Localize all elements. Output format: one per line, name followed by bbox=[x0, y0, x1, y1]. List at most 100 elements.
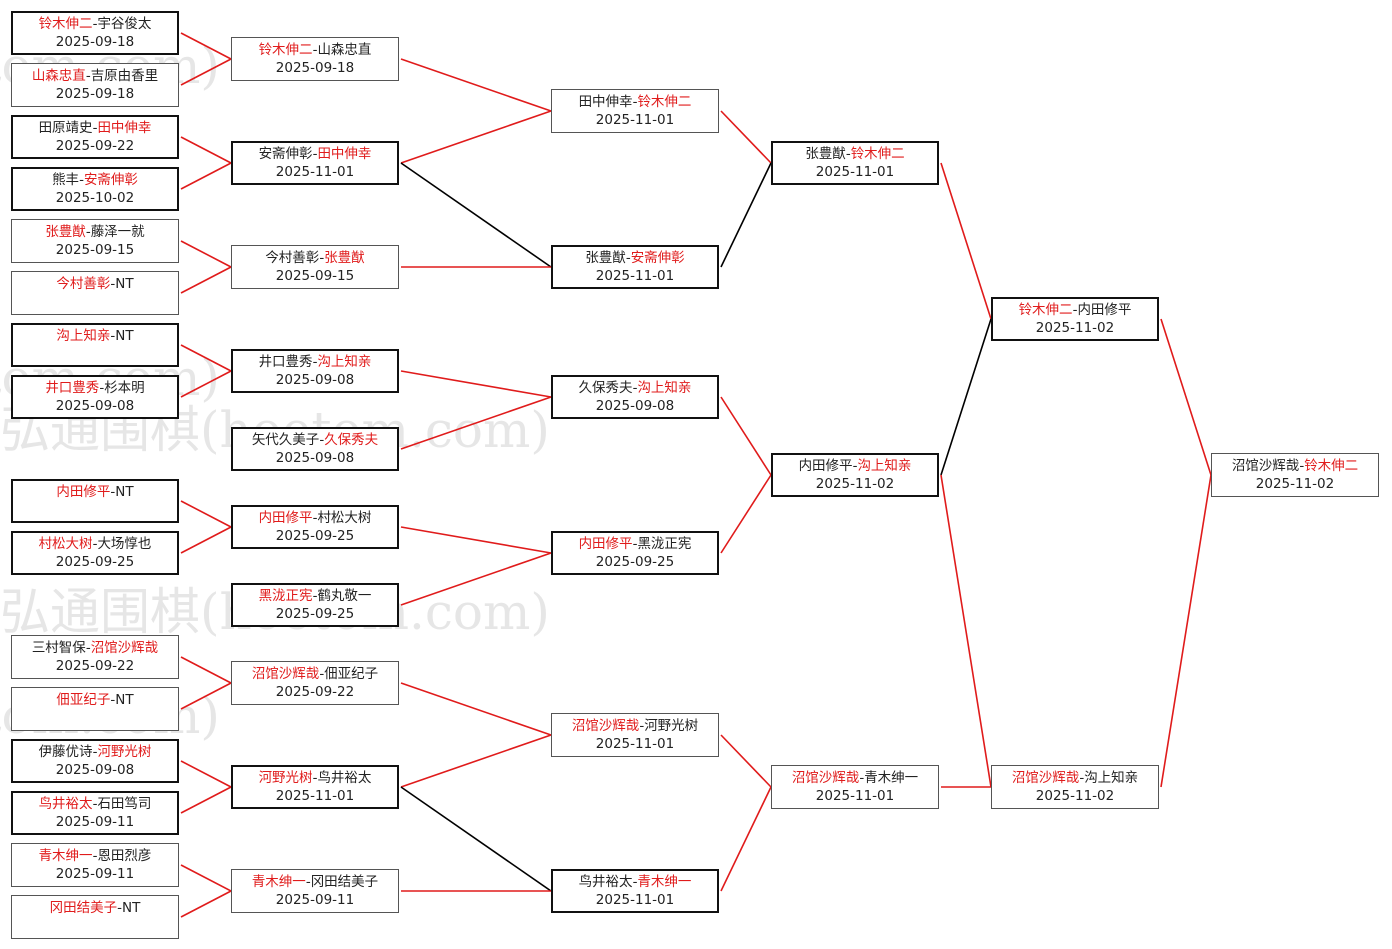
player-1: 冈田结美子 bbox=[49, 900, 118, 916]
player-1: 熊丰 bbox=[52, 172, 80, 188]
match-players: 沼馆沙辉哉-青木绅一 bbox=[772, 769, 938, 787]
separator: - bbox=[305, 874, 311, 890]
bracket-connector bbox=[180, 162, 232, 190]
separator: - bbox=[110, 484, 116, 500]
player-1: 今村善彰 bbox=[56, 276, 111, 292]
bracket-connector bbox=[400, 786, 552, 892]
bracket-connector bbox=[720, 110, 772, 164]
match-players: 沟上知亲-NT bbox=[13, 327, 177, 345]
separator: - bbox=[85, 68, 91, 84]
bracket-connector bbox=[180, 58, 232, 86]
match-box[interactable]: 冈田结美子-NT bbox=[11, 895, 179, 939]
match-box[interactable]: 内田修平-NT bbox=[11, 479, 179, 523]
separator: - bbox=[92, 536, 98, 552]
player-2: 沟上知亲 bbox=[637, 380, 692, 396]
match-date: 2025-11-01 bbox=[595, 736, 675, 752]
player-1: 三村智保 bbox=[31, 640, 86, 656]
player-1: 沼馆沙辉哉 bbox=[1231, 458, 1300, 474]
player-1: 田原靖史 bbox=[38, 120, 93, 136]
separator: - bbox=[312, 146, 318, 162]
player-1: 矢代久美子 bbox=[251, 432, 320, 448]
separator: - bbox=[92, 848, 98, 864]
match-date: 2025-09-08 bbox=[275, 372, 355, 388]
match-box[interactable]: 今村善彰-NT bbox=[11, 271, 179, 315]
separator: - bbox=[110, 692, 116, 708]
player-2: 沟上知亲 bbox=[1084, 770, 1139, 786]
bracket-connector bbox=[180, 136, 232, 164]
player-2: 鹤丸敬一 bbox=[317, 588, 372, 604]
player-1: 山森忠直 bbox=[31, 68, 86, 84]
player-2: 田中伸幸 bbox=[317, 146, 372, 162]
bracket-connector bbox=[1160, 474, 1212, 788]
separator: - bbox=[110, 276, 116, 292]
player-1: 内田修平 bbox=[258, 510, 313, 526]
player-2: NT bbox=[115, 328, 134, 344]
separator: - bbox=[312, 510, 318, 526]
separator: - bbox=[632, 94, 638, 110]
bracket-connector bbox=[720, 474, 772, 554]
match-players: 张豊猷-安斋伸彰 bbox=[553, 249, 717, 267]
match-date: 2025-09-11 bbox=[275, 892, 355, 908]
match-date: 2025-11-01 bbox=[815, 164, 895, 180]
match-players: 铃木伸二-宇谷俊太 bbox=[13, 15, 177, 33]
bracket-connector bbox=[400, 58, 552, 112]
separator: - bbox=[92, 744, 98, 760]
player-1: 沟上知亲 bbox=[56, 328, 111, 344]
match-date: 2025-11-01 bbox=[595, 268, 675, 284]
match-players: 内田修平-村松大树 bbox=[233, 509, 397, 527]
separator: - bbox=[632, 874, 638, 890]
match-players: 久保秀夫-沟上知亲 bbox=[553, 379, 717, 397]
bracket-connector bbox=[180, 656, 232, 684]
player-2: 大场惇也 bbox=[97, 536, 152, 552]
player-2: 山森忠直 bbox=[317, 42, 372, 58]
bracket-connector bbox=[180, 682, 232, 710]
match-box[interactable]: 沟上知亲-NT bbox=[11, 323, 179, 367]
match-box[interactable]: 佃亚纪子-NT bbox=[11, 687, 179, 731]
player-2: 铃木伸二 bbox=[850, 146, 905, 162]
match-players: 沼馆沙辉哉-河野光树 bbox=[552, 717, 718, 735]
match-players: 青木绅一-恩田烈彦 bbox=[12, 847, 178, 865]
match-date: 2025-09-08 bbox=[275, 450, 355, 466]
match-players: 安斋伸彰-田中伸幸 bbox=[233, 145, 397, 163]
bracket-connector bbox=[400, 526, 552, 554]
match-date: 2025-11-02 bbox=[1035, 788, 1115, 804]
player-1: 鸟井裕太 bbox=[38, 796, 93, 812]
player-1: 沼馆沙辉哉 bbox=[251, 666, 320, 682]
player-2: 村松大树 bbox=[317, 510, 372, 526]
match-date: 2025-09-11 bbox=[55, 814, 135, 830]
